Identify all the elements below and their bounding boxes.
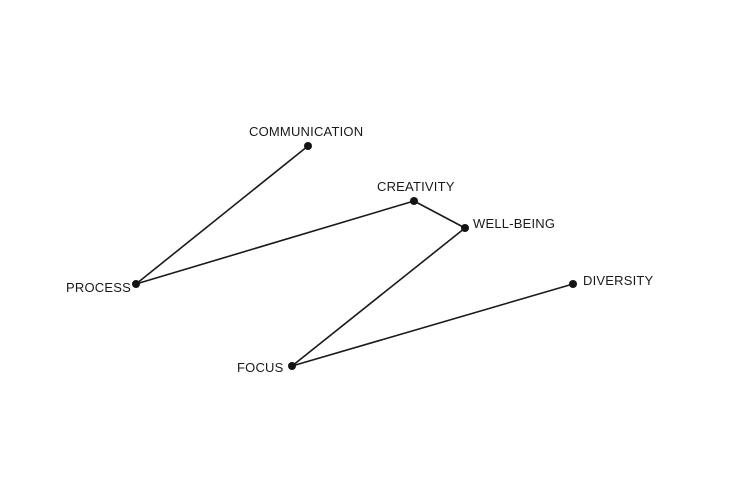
nodes-layer: COMMUNICATION CREATIVITY WELL-BEING PROC… bbox=[66, 124, 654, 375]
node-label-diversity: DIVERSITY bbox=[583, 273, 654, 288]
node-communication: COMMUNICATION bbox=[249, 124, 363, 150]
node-label-communication: COMMUNICATION bbox=[249, 124, 363, 139]
node-label-creativity: CREATIVITY bbox=[377, 179, 455, 194]
node-dot-process bbox=[132, 280, 140, 288]
edge-creativity-well-being bbox=[413, 200, 466, 229]
node-dot-diversity bbox=[569, 280, 577, 288]
edge-focus-diversity bbox=[291, 283, 574, 367]
node-creativity: CREATIVITY bbox=[377, 179, 455, 205]
node-label-process: PROCESS bbox=[66, 280, 131, 295]
node-process: PROCESS bbox=[66, 280, 140, 295]
edges-layer bbox=[135, 145, 574, 367]
node-focus: FOCUS bbox=[237, 360, 296, 375]
node-label-well-being: WELL-BEING bbox=[473, 216, 555, 231]
node-label-focus: FOCUS bbox=[237, 360, 284, 375]
node-diversity: DIVERSITY bbox=[569, 273, 654, 288]
node-dot-communication bbox=[304, 142, 312, 150]
node-dot-creativity bbox=[410, 197, 418, 205]
node-dot-well-being bbox=[461, 224, 469, 232]
edge-communication-process bbox=[135, 145, 309, 285]
node-well-being: WELL-BEING bbox=[461, 216, 555, 232]
edge-process-creativity bbox=[135, 200, 415, 285]
edge-well-being-focus bbox=[291, 227, 466, 367]
node-dot-focus bbox=[288, 362, 296, 370]
